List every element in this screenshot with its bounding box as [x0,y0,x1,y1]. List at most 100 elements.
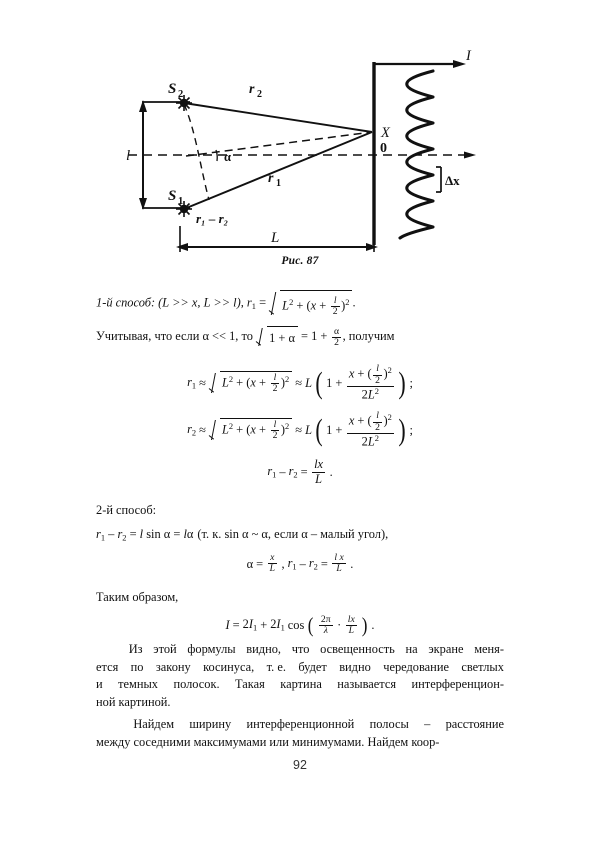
alpha-lhs: α [246,556,254,571]
var-L-4: L [221,422,229,437]
paragraph-indent [96,641,118,659]
word: на [405,642,418,657]
label-screen-distance: L [270,230,279,246]
word: этой [153,642,177,657]
word: экране [428,642,464,657]
period-4: . [371,618,375,633]
m2-r1-sub: 1 [100,532,106,543]
frac-x-over-L: x L [267,552,277,575]
source-s1-marker [176,201,192,217]
var-L-3: L [305,375,312,390]
approx-note-part-b: = 1 + [297,329,331,344]
word: расстояние [445,717,504,732]
word: косинуса, [203,659,255,674]
exp-2c: 2 [228,374,234,385]
label-angle-alpha: α [224,150,231,164]
frac-2pi-over-lambda: 2π λ [318,614,333,637]
method2-heading: 2-й способ: [96,502,157,517]
m2-alpha-1: α [163,526,171,541]
den-L: L [367,387,375,402]
label-source-s2-subscript: 2 [178,89,183,100]
frac-num-l-b: l [273,372,277,384]
optical-axis-arrowhead [464,151,476,159]
slit-separation-arrow-up [139,100,147,112]
inner-den-2-b: 2 [373,421,382,433]
word: будет [298,659,327,674]
equation-alpha-definition: α = x L , r1 – r2 = l x L . [96,552,504,575]
word: закону [155,659,191,674]
word: полосок. [173,677,220,692]
minus-sign-1: – [279,464,286,479]
den-2-b: 2 [361,434,368,449]
open-mid-paren: ( [308,613,314,638]
frac-lx-over-L-2: l x L [332,552,346,575]
r1-symbol: r [187,375,192,390]
frac-num-x: x [270,552,275,564]
frac-lx: lx [314,457,324,472]
I1-b-sub: 1 [280,622,285,633]
word: светлых [461,659,504,674]
equals-3: = [320,556,328,571]
approx-sign-1: ≈ [199,375,206,390]
I1-b: I [276,617,281,632]
label-screen-origin: 0 [380,141,387,156]
r2-subscript: 2 [191,427,197,438]
word: ется [96,659,119,674]
word: формулы [187,642,236,657]
equation-path-difference: r1 – r2 = lx L . [96,458,504,485]
ad-r2: r [308,555,314,570]
word: картина [280,677,322,692]
close-paren-2: ) [280,375,286,390]
coef-2-b: 2 [270,617,277,632]
word: и [96,677,103,692]
close-big-paren-1: ) [398,365,407,400]
I1-a: I [248,617,253,632]
word: темных [118,677,158,692]
plus-sign-7: + [335,422,343,437]
label-ray-r2-subscript: 2 [257,89,262,100]
var-L-5: L [305,422,312,437]
word: освещенность [320,642,395,657]
word: т. е. [266,659,286,674]
frac-lx-3: lx [347,613,355,625]
open-big-paren-2: ( [315,412,323,447]
word: Найдем [133,717,175,732]
figure-svg: S 2 S 1 r 2 r 1 r₁ – r₂ α l L X 0 I Δx [126,48,476,252]
equation-intensity: I = 2I1 + 2I1 cos ( 2π λ · lx L ) . [96,613,504,638]
approx-note-line: Учитывая, что если α << 1, то 1 + α = 1 … [96,326,504,348]
one-plus: 1 [269,331,276,346]
figure-caption: Рис. 87 [281,255,319,267]
page-body: 1-й способ: (L >> x, L >> l), r1 = L2 + … [96,288,504,752]
period-1: . [352,295,356,310]
word: – [424,717,431,732]
inner-num-l: l [376,363,379,375]
frac-lx-over-L: lx L [312,457,326,485]
word: видно [339,659,371,674]
fringe-width-bracket [436,166,442,193]
approx-radical: 1 + α [256,326,298,348]
close-big-paren-2: ) [398,412,407,447]
word: что [291,642,310,657]
m2-note: (т. к. sin α ~ α, если α – малый угол), [197,526,389,541]
num-close: ) [383,367,388,382]
word: полосы [369,717,409,732]
m2-eq-1: = [126,526,140,541]
inner-num-l-b: l [376,410,379,422]
plus-sign-2: + [316,298,330,313]
exp-2e: 2 [228,421,234,432]
label-ray-r1-subscript: 1 [276,178,281,189]
text-line: между соседними максимумами или минимума… [96,735,440,750]
num-close-2: ) [383,414,388,429]
ray-r1 [183,131,373,210]
plus-paren-2: + ( [233,422,251,437]
word: Из [128,642,143,657]
